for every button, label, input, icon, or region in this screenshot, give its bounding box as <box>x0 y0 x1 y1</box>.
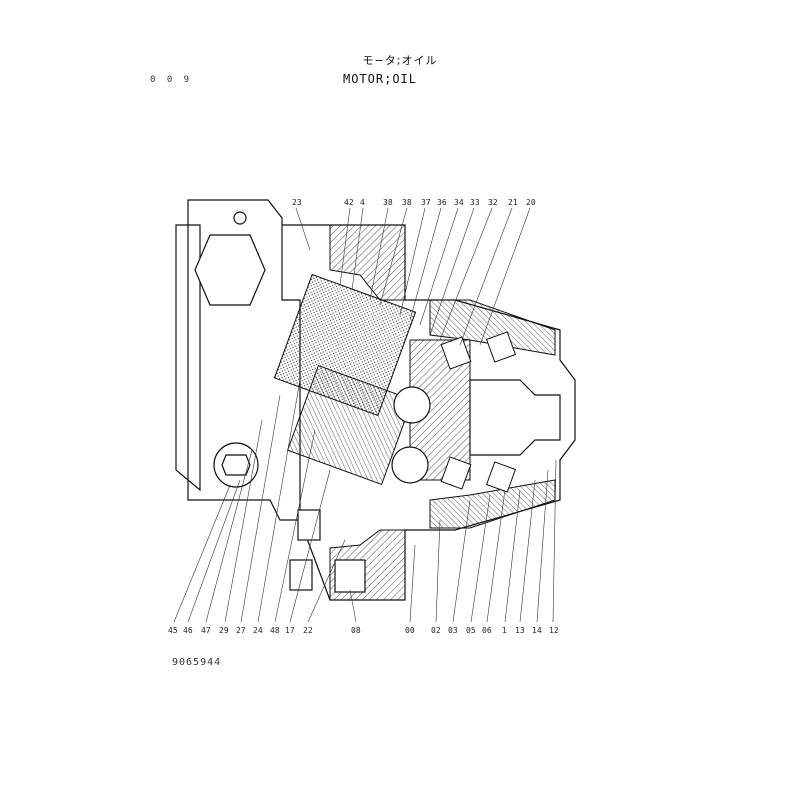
part-label: 34 <box>454 198 464 207</box>
part-label: 12 <box>549 626 559 635</box>
part-label: 24 <box>253 626 263 635</box>
leader-lines <box>173 207 557 623</box>
bearing-rollers <box>440 331 517 493</box>
part-label: 1 <box>502 626 507 635</box>
part-label: 14 <box>532 626 542 635</box>
part-label: 32 <box>488 198 498 207</box>
part-label: 38 <box>402 198 412 207</box>
bottom-part-labels: 45 46 47 29 27 24 48 17 22 08 00 02 03 0… <box>168 626 559 635</box>
hatched-sections <box>273 224 556 601</box>
part-label: 27 <box>236 626 246 635</box>
part-label: 03 <box>448 626 458 635</box>
part-label: 02 <box>431 626 441 635</box>
top-part-labels: 23 42 4 38 38 37 36 34 33 32 21 20 <box>292 198 536 207</box>
part-label: 05 <box>466 626 476 635</box>
shaft-and-bolts <box>194 211 431 593</box>
part-label: 21 <box>508 198 518 207</box>
part-label: 36 <box>437 198 447 207</box>
part-label: 4 <box>360 198 365 207</box>
part-label: 17 <box>285 626 295 635</box>
part-label: 47 <box>201 626 211 635</box>
part-label: 33 <box>470 198 480 207</box>
part-label: 20 <box>526 198 536 207</box>
part-label: 42 <box>344 198 354 207</box>
page-title-japanese: モ−タ;オイル <box>362 54 438 67</box>
page-number: 0 0 9 <box>150 75 193 85</box>
part-label: 37 <box>421 198 431 207</box>
part-label: 23 <box>292 198 302 207</box>
part-label: 22 <box>303 626 313 635</box>
drawing-number: 9065944 <box>172 657 222 668</box>
part-label: 29 <box>219 626 229 635</box>
part-label: 00 <box>405 626 415 635</box>
part-label: 08 <box>351 626 361 635</box>
part-label: 45 <box>168 626 178 635</box>
part-label: 06 <box>482 626 492 635</box>
page-title: MOTOR;OIL <box>342 72 418 86</box>
part-label: 48 <box>270 626 280 635</box>
part-label: 46 <box>183 626 193 635</box>
part-label: 38 <box>383 198 393 207</box>
part-label: 13 <box>515 626 525 635</box>
